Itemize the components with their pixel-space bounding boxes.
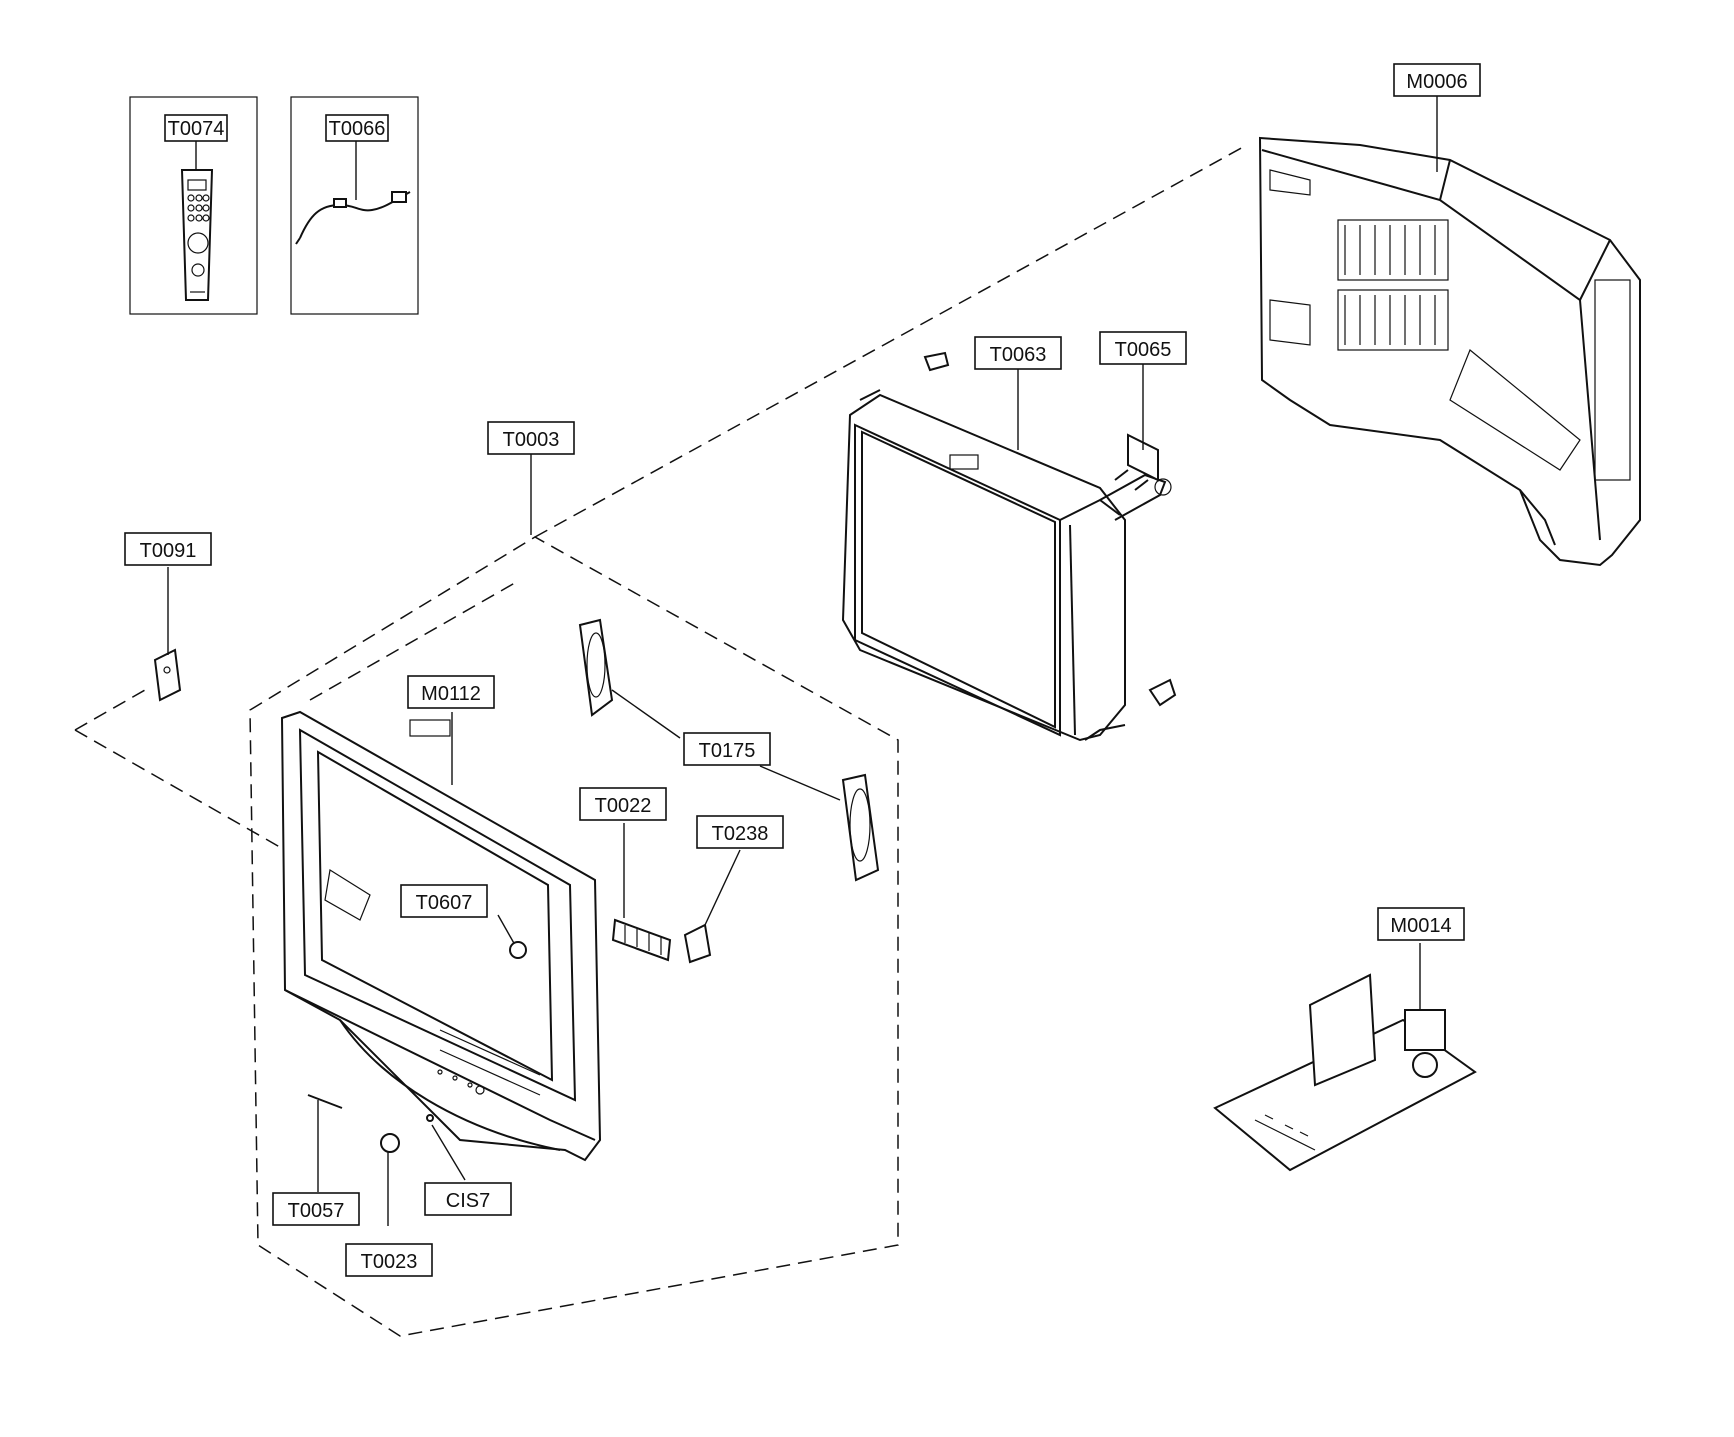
remote-control-panel: [129, 96, 258, 315]
label-M0014: M0014: [1377, 907, 1465, 941]
assembly-outlines: [74, 145, 1246, 1337]
speaker-part-lower: [841, 773, 880, 882]
crt-socket-board-part: [1114, 433, 1159, 491]
rear-cabinet-part: [1258, 136, 1641, 567]
label-text: T0066: [329, 118, 386, 140]
label-text: M0014: [1390, 915, 1451, 937]
label-text: T0074: [168, 118, 225, 140]
label-T0063: T0063: [974, 336, 1062, 370]
leader-T0175-a: [611, 689, 681, 739]
label-T0175: T0175: [683, 732, 771, 766]
label-text: T0607: [416, 892, 473, 914]
leader-CIS7: [431, 1124, 466, 1181]
label-text: T0022: [595, 795, 652, 817]
label-T0091: T0091: [124, 532, 212, 566]
front-cabinet-part: [280, 710, 602, 1162]
power-knob-part: [380, 1133, 400, 1153]
picture-tube-part: [841, 351, 1177, 742]
label-text: T0175: [699, 740, 756, 762]
label-T0238: T0238: [696, 815, 784, 849]
remote-control-icon: [180, 169, 214, 301]
label-T0003: T0003: [487, 421, 575, 455]
leader-T0238: [704, 849, 741, 926]
power-cord-icon: [295, 191, 411, 245]
label-text: T0023: [361, 1251, 418, 1273]
leader-T0175-b: [759, 765, 841, 801]
screw-rod-part: [307, 1094, 343, 1109]
side-bracket-part: [153, 648, 182, 702]
label-text: T0091: [140, 540, 197, 562]
label-text: CIS7: [446, 1190, 490, 1212]
label-M0112: M0112: [407, 675, 495, 709]
speaker-part-upper: [578, 618, 614, 717]
label-T0022: T0022: [579, 787, 667, 821]
indicator-part: [426, 1114, 434, 1122]
label-text: T0003: [503, 429, 560, 451]
label-text: T0065: [1115, 339, 1172, 361]
label-T0065: T0065: [1099, 331, 1187, 365]
leader-T0607: [497, 914, 516, 946]
connector-part: [683, 923, 712, 964]
label-text: M0112: [421, 683, 481, 705]
sensor-part: [509, 941, 527, 959]
control-key-board-part: [611, 918, 672, 962]
label-text: M0006: [1406, 71, 1467, 93]
main-board-part: [1213, 973, 1477, 1172]
label-text: T0063: [990, 344, 1047, 366]
label-M0006: M0006: [1393, 63, 1481, 97]
label-T0607: T0607: [400, 884, 488, 918]
power-cord-panel: [290, 96, 419, 315]
label-T0066: T0066: [325, 114, 389, 142]
label-text: T0238: [712, 823, 769, 845]
label-T0023: T0023: [345, 1243, 433, 1277]
label-T0057: T0057: [272, 1192, 360, 1226]
label-text: T0057: [288, 1200, 345, 1222]
label-T0074: T0074: [164, 114, 228, 142]
label-CIS7: CIS7: [424, 1182, 512, 1216]
